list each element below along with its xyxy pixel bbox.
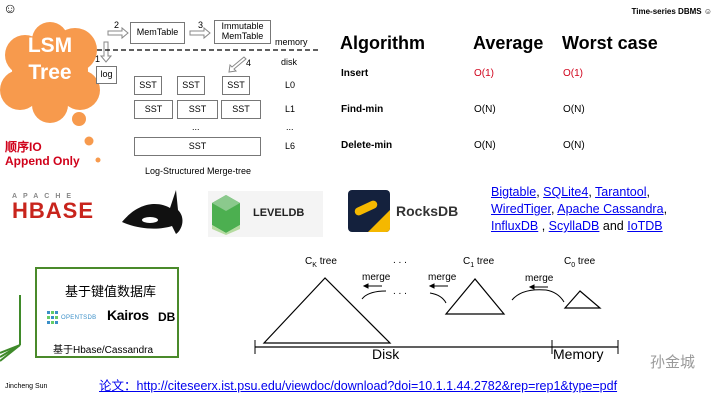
merge-label: merge [428,272,457,283]
kv-database-box: 基于键值数据库 OPENTSDB Kairos DB 基于Hbase/Cassa… [35,267,179,358]
opentsdb-logo-text: OPENTSDB [61,315,97,321]
and-text: and [602,219,624,233]
hbase-logo-top: APACHE [12,193,78,200]
row-findmin-label: Find-min [341,104,384,115]
row-insert-average: O(1) [474,68,494,79]
rocksdb-logo: RocksDB [348,190,473,234]
c1-tree-triangle [444,278,506,315]
c0-tree-label: C0 tree [564,256,596,269]
memory-axis-label: Memory [553,346,604,362]
memory-label: memory [275,37,308,47]
smiley-icon: ☺ [3,0,18,16]
kv-box-footer: 基于Hbase/Cassandra [53,345,154,356]
table-header-algorithm: Algorithm [340,33,425,53]
diagram-caption: Log-Structured Merge-tree [145,166,252,176]
leveldb-cube-icon [212,195,240,235]
paper-label: 论文： [99,379,137,393]
link-wiredtiger[interactable]: WiredTiger [491,202,551,216]
note-sequential-io: 顺序IO [5,140,42,154]
arrow-right-icon [107,26,129,40]
arrow-down-icon [99,41,113,63]
sst-box: SST [221,100,261,119]
sst-ellipsis: ... [192,122,200,132]
c0-tree-triangle [563,290,602,309]
sst-box: SST [134,76,162,95]
link-influxdb[interactable]: InfluxDB [491,219,539,233]
arrow-right-icon [189,26,211,40]
row-findmin-worst: O(N) [563,104,585,115]
step-2-label: 2 [114,20,120,30]
level-l0: L0 [285,80,296,90]
arrow-down-left-icon [228,56,247,73]
link-cassandra[interactable]: Apache Cassandra [557,202,664,216]
note-append-only: Append Only [5,154,80,168]
sst-box: SST [222,76,250,95]
log-box: log [96,66,117,84]
level-l6: L6 [285,141,296,151]
row-findmin-average: O(N) [474,104,496,115]
row-deletemin-label: Delete-min [341,140,393,151]
cloud-title-line1: LSM [27,34,73,57]
leveldb-logo: LEVELDB [208,191,323,237]
link-bigtable[interactable]: Bigtable [491,185,537,199]
step-3-label: 3 [198,20,204,30]
paper-link[interactable]: 论文：http://citeseerx.ist.psu.edu/viewdoc/… [99,375,617,394]
row-insert-label: Insert [341,68,369,79]
ck-tree-triangle [262,277,392,344]
orca-icon [122,190,183,234]
kairosdb-logo-db: DB [158,310,176,324]
row-insert-worst: O(1) [563,68,583,79]
lsm-merge-diagram [254,277,619,354]
link-iotdb[interactable]: IoTDB [627,219,663,233]
disk-label: disk [281,57,298,67]
leveldb-logo-text: LEVELDB [253,207,305,219]
link-sqlite4[interactable]: SQLite4 [543,185,589,199]
paper-url[interactable]: http://citeseerx.ist.psu.edu/viewdoc/dow… [136,379,618,393]
dots-middle: . . . [393,286,407,297]
diagram-arrows [97,26,318,73]
merge-label: merge [525,273,554,284]
c1-tree-label: C1 tree [463,256,495,269]
kv-box-title: 基于键值数据库 [65,284,157,299]
level-l1: L1 [285,104,296,114]
rocksdb-icon [348,190,390,232]
level-ellipsis: ... [286,122,294,132]
link-scylladb[interactable]: ScyllaDB [548,219,600,233]
hbase-logo-text: HBASE [12,198,95,223]
step-1-label: 1 [95,54,101,64]
decorative-green-lines [0,295,21,362]
lsm-databases-list: Bigtable, SQLite4, Tarantool, WiredTiger… [491,185,668,233]
sst-box: SST [177,100,218,119]
immutable-memtable-box: Immutable MemTable [214,20,271,44]
table-header-average: Average [473,33,544,53]
disk-axis-label: Disk [372,346,400,362]
link-tarantool[interactable]: Tarantool [595,185,647,199]
cloud-title-line2: Tree [28,61,72,84]
table-header-worst: Worst case [562,33,658,53]
dots-top: . . . [393,255,407,266]
sst-box: SST [134,137,261,156]
sst-box: SST [134,100,173,119]
merge-label: merge [362,272,391,283]
hbase-logo: APACHE HBASE [12,190,183,243]
slide-header-title: Time-series DBMS ☺ [631,7,713,16]
ck-tree-label: CK tree [305,256,337,269]
row-deletemin-average: O(N) [474,140,496,151]
step-4-label: 4 [246,58,252,68]
thought-cloud [0,22,101,163]
rocksdb-logo-text: RocksDB [396,203,459,219]
cloud-title: LSM Tree [20,32,80,86]
kairos-logo-text: Kairos [107,307,149,323]
row-deletemin-worst: O(N) [563,140,585,151]
author-name: Jincheng Sun [5,383,48,390]
watermark: 孙金城 [650,354,696,371]
memtable-box: MemTable [130,22,185,44]
sst-box: SST [177,76,205,95]
opentsdb-grid-icon [47,311,58,324]
